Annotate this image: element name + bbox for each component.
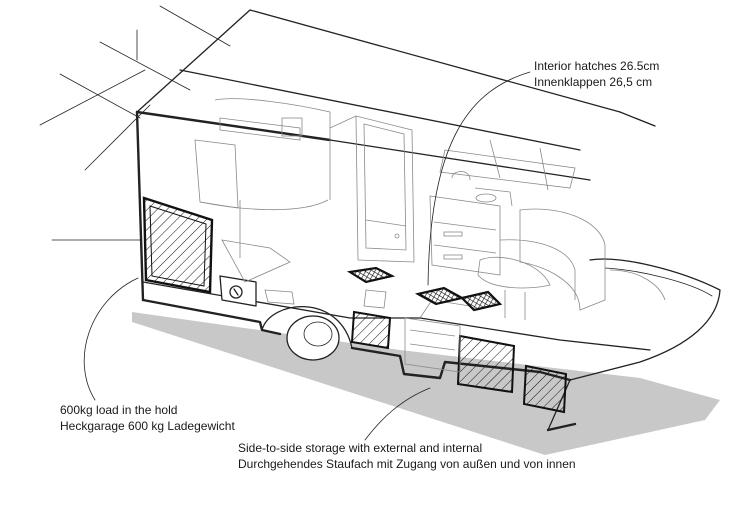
interior-kitchen: [429, 139, 576, 276]
floor-hatch-3: [459, 290, 503, 312]
side-hatch-small: [219, 275, 257, 307]
interior-hatches-label-de: Innenklappen 26,5 cm: [534, 75, 653, 89]
rear-garage-hatch: [142, 196, 214, 294]
storage-label-de: Durchgehendes Staufach mit Zugang von au…: [238, 457, 576, 471]
side-hatch-center: [350, 310, 392, 350]
construction-lines: [39, 5, 231, 241]
hold-load-label: 600kg load in the hold Heckgarage 600 kg…: [60, 402, 235, 434]
interior-dinette: [477, 208, 666, 320]
interior-shower: [329, 115, 415, 263]
hold-load-label-de: Heckgarage 600 kg Ladegewicht: [60, 419, 235, 433]
floor-hatch-2: [414, 286, 466, 306]
floor-hatch-1: [346, 266, 396, 284]
side-hatch-right-1: [456, 334, 516, 394]
storage-label-en: Side-to-side storage with external and i…: [238, 441, 483, 455]
interior-rear-bed: [194, 98, 331, 305]
leader-lines: [83, 71, 531, 441]
side-hatch-right-2: [522, 364, 568, 414]
interior-hatches-label: Interior hatches 26.5cm Innenklappen 26,…: [534, 58, 659, 90]
ground-shadow: [132, 312, 720, 455]
rear-wheel: [261, 306, 353, 361]
hold-load-label-en: 600kg load in the hold: [60, 403, 178, 417]
interior-hatches-label-en: Interior hatches 26.5cm: [534, 59, 660, 73]
storage-label: Side-to-side storage with external and i…: [238, 440, 576, 472]
